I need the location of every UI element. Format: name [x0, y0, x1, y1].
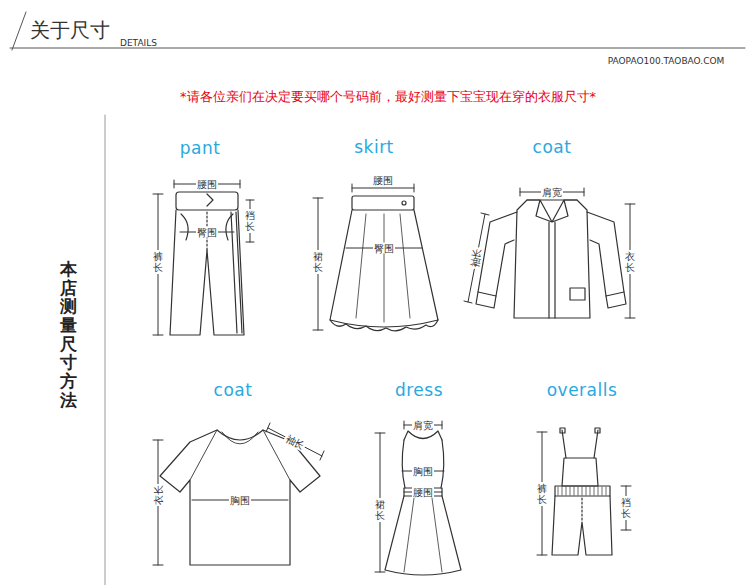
- dimension-label: 裙长: [313, 250, 323, 274]
- notice: *请各位亲们在决定要买哪个号码前，最好测量下宝宝现在穿的衣服尺寸*: [180, 90, 596, 104]
- page-title: 关于尺寸: [30, 19, 110, 41]
- side-heading: 本店测量尺寸方法: [60, 260, 77, 410]
- dimension-label: 袖长: [469, 246, 484, 270]
- dimension-label: 裤长: [537, 482, 547, 506]
- dimension-label: 臀围: [373, 243, 395, 254]
- dimension-label: 腰围: [412, 487, 434, 498]
- watermark-url: PAOPAO100.TAOBAO.COM: [608, 57, 725, 67]
- section-title: coat: [533, 138, 572, 157]
- dimension-label: 肩宽: [541, 187, 563, 198]
- dimension-label: 裤长: [153, 250, 163, 274]
- dimension-label: 腰围: [196, 179, 218, 190]
- section-title: dress: [395, 381, 443, 400]
- dimension-label: 胸围: [229, 495, 251, 506]
- section-title: skirt: [354, 138, 394, 157]
- dimension-label: 袖长: [283, 432, 308, 452]
- dimension-label: 腰围: [372, 175, 394, 186]
- dimension-label: 衣长: [625, 250, 635, 274]
- dimension-label: 胸围: [412, 466, 434, 477]
- dimension-label: 衣长: [153, 484, 164, 506]
- section-title: overalls: [547, 381, 618, 400]
- dimension-label: 裆长: [245, 209, 255, 233]
- dimension-label: 裆长: [621, 496, 631, 520]
- dimension-label: 臀围: [196, 227, 218, 238]
- dimension-label: 肩宽: [412, 420, 434, 431]
- subtitle: DETAILS: [120, 39, 157, 49]
- dimension-label: 裙长: [375, 498, 385, 522]
- section-title: coat: [214, 381, 253, 400]
- section-title: pant: [180, 139, 221, 158]
